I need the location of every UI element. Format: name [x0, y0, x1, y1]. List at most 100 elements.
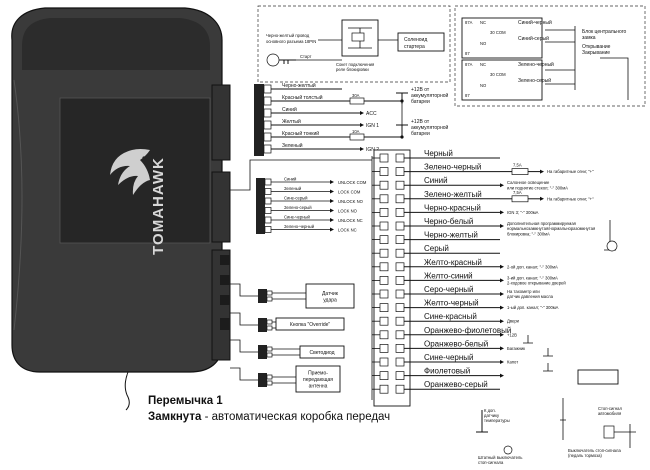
main-pin-right [395, 384, 405, 394]
main-target-label: Салонное освещение [507, 180, 550, 185]
note-right-top-1: Стоп-сигнал [598, 406, 622, 411]
relay-socket-label-2: реле блокировки [336, 67, 369, 72]
lock-wire-label: Синий [284, 177, 297, 182]
power-wire-label: Синий [282, 106, 297, 113]
relay1-wire-top: Синий-черный [518, 19, 552, 26]
main-pin-right [395, 330, 405, 340]
lock-wire-label: Зелено-серый [284, 205, 312, 210]
power-pin [263, 84, 272, 94]
switch-icon [543, 363, 553, 372]
main-target-label: На габаритные огни; "+" [547, 169, 594, 174]
power-target-label: IGN 1 [366, 123, 379, 129]
main-wire-label: Сине-красный [424, 312, 477, 321]
main-pin-right [395, 167, 405, 176]
main-pin-right [395, 208, 405, 217]
power-pin [263, 120, 272, 130]
lock-target-label: LOCK NO [338, 208, 358, 213]
main-wire-label: Серый [424, 244, 449, 253]
solenoid-label-2: стартера [404, 44, 425, 50]
small-connector-label: удара [323, 297, 337, 303]
brand-text: TOMAHAWK [150, 157, 167, 255]
lock-open-label: Открывание [582, 44, 611, 50]
lock-wire-label: Зеленый [284, 186, 302, 191]
main-target-label: 2-ходовое открывание дверей [507, 281, 566, 286]
main-target-label: 3-ий доп. канал; "-" 300мА [507, 275, 558, 280]
main-target-label: 1-ый доп. канал; "-" 300мА [507, 305, 559, 310]
relay2-com: 30 COM [490, 72, 506, 77]
power-pin [263, 96, 272, 106]
relay1-wire-bottom: Синий-серый [518, 35, 549, 42]
relay1-nc: NC [480, 20, 486, 25]
caption-line2-bold: Замкнута [148, 411, 202, 423]
main-wire-label: Зелено-желтый [424, 190, 482, 199]
battery2-line1: +12В от [411, 119, 430, 125]
main-wire: Оранжево-фиолетовый+12В [372, 326, 517, 340]
starter-wire-note-1: Черно-желтый провод [266, 33, 310, 38]
main-pin-left [379, 194, 389, 204]
main-pin-right [395, 344, 405, 353]
power-target-label: IGN 2 [366, 147, 379, 153]
battery-1: +12В от аккумуляторной батареи [396, 87, 449, 105]
lock-wire-label: Зелено-черный [284, 224, 315, 229]
main-pin-right [395, 357, 405, 367]
led-icon [606, 240, 618, 252]
tomahawk-logo [110, 149, 150, 195]
lock-pin [264, 216, 272, 224]
main-target-label: Двери [507, 319, 520, 324]
main-wire-label: Оранжево-фиолетовый [424, 326, 511, 335]
switch-icon [543, 348, 553, 357]
small-connector-label: передающая [303, 377, 333, 383]
small-connector-label: Светодиод [309, 350, 334, 356]
main-pin-right [395, 316, 405, 326]
main-pin-right [395, 235, 405, 244]
relay1-no: NO [480, 41, 487, 46]
main-pin-right [395, 262, 405, 272]
relay2-87a: 87A [465, 62, 473, 67]
starter-block: Черно-желтый провод основного разъема 18… [257, 5, 451, 83]
caption-line2-rest: - автоматическая коробка передач [201, 411, 390, 423]
main-target-label: На габаритные огни; "+" [547, 196, 594, 201]
lock-target-label: UNLOCK COM [338, 180, 367, 185]
small-connector: Кнопка "Override" [230, 312, 345, 332]
power-wire: Черно-желтый [263, 82, 342, 94]
lock-target-label: LOCK NC [338, 227, 357, 232]
small-connector-label: Кнопка "Override" [290, 322, 331, 328]
lock-target-label: UNLOCK NC [338, 218, 363, 223]
lock-block-label-2: замка [582, 35, 596, 41]
small-connector: Светодиод [230, 339, 345, 359]
main-pin-right [395, 153, 405, 163]
main-pin-left [379, 235, 389, 244]
caption-line2: Замкнута - автоматическая коробка переда… [148, 411, 390, 423]
main-pin-left [379, 316, 389, 326]
power-pin [263, 144, 272, 154]
power-wire-label: Зеленый [282, 142, 303, 149]
solenoid-label-1: Соленоид [404, 37, 427, 43]
main-wire-label: Серо-черный [424, 285, 474, 294]
small-connector-label: Приемо- [308, 371, 328, 377]
main-target-label: +12В [507, 332, 517, 337]
main-pin-right [395, 276, 405, 285]
battery1-line1: +12В от [411, 87, 430, 93]
main-pin-left [379, 357, 389, 367]
small-connector-box [295, 365, 341, 393]
small-connector-box [305, 283, 355, 309]
fuse [349, 133, 365, 141]
central-lock-block: 87A NC 30 COM NO 87 Синий-черный Синий-с… [454, 5, 646, 107]
lock-target-label: LOCK COM [338, 189, 361, 194]
